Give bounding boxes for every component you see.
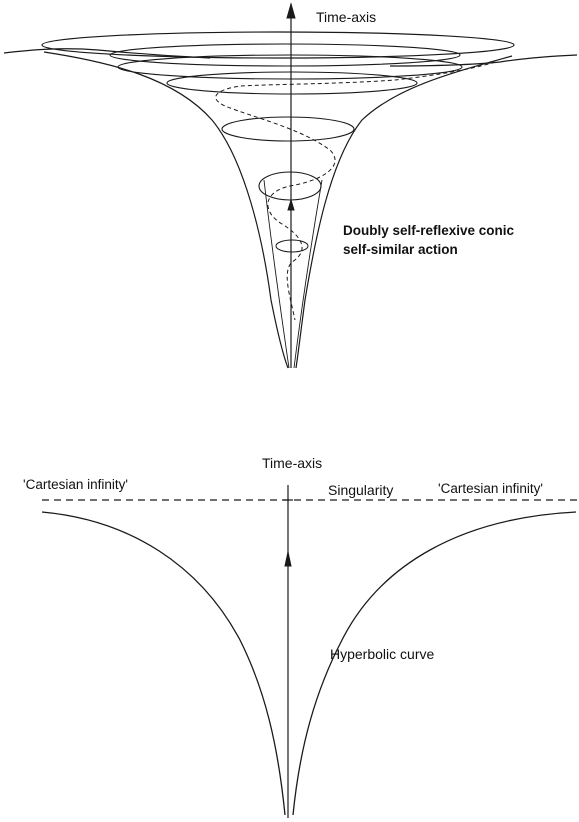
funnel-rim-left: [3, 48, 211, 59]
top-time-axis-label: Time-axis: [316, 9, 377, 25]
hyperbolic-curve-right: [292, 511, 577, 816]
top-time-axis-mid-arrow: [287, 198, 295, 211]
funnel-rim-right: [389, 54, 578, 67]
top-caption-line1: Doubly self-reflexive conic: [343, 223, 515, 238]
funnel-inner-line-right: [293, 179, 323, 369]
cartesian-infinity-right-label: 'Cartesian infinity': [438, 481, 543, 496]
bottom-time-axis-mid-arrow: [284, 551, 292, 567]
funnel-ring-7: [275, 239, 309, 253]
funnel-ring-1: [41, 31, 515, 59]
bottom-time-axis-label: Time-axis: [262, 455, 323, 471]
hyperbolic-curve-left: [41, 511, 286, 816]
funnel-ring-2: [109, 43, 461, 67]
funnel-ring-3: [117, 54, 463, 80]
top-caption-line2: self-similar action: [343, 242, 458, 257]
funnel-inner-line-left: [263, 179, 290, 369]
cartesian-infinity-left-label: 'Cartesian infinity': [23, 477, 128, 492]
top-funnel-diagram: [3, 2, 578, 369]
funnel-wall-right: [295, 55, 513, 369]
funnel-wall-left: [43, 51, 289, 369]
funnel-ring-6: [258, 171, 322, 201]
funnel-ring-5: [221, 116, 355, 142]
funnel-dashed-spiral: [215, 61, 496, 321]
bottom-hyperbolic-diagram: [41, 485, 579, 818]
top-time-axis-arrowhead: [286, 2, 296, 19]
hyperbolic-curve-label: Hyperbolic curve: [330, 646, 435, 662]
singularity-label: Singularity: [328, 482, 394, 498]
funnel-ring-4: [166, 71, 418, 95]
